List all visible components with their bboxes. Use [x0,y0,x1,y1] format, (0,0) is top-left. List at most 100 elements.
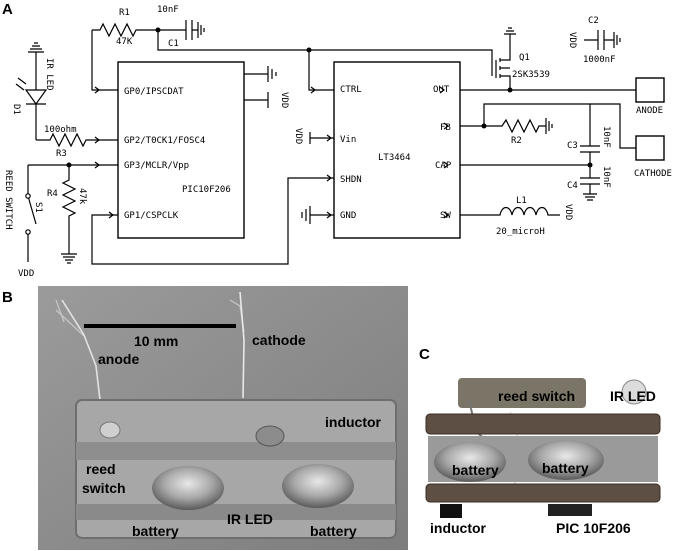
wire-gate [157,30,493,62]
lt-ground [301,206,334,224]
pin-arrow-shdn [326,174,332,182]
pic-pin-gp0: GP0/IPSCDAT [124,87,184,97]
battery-left [152,466,224,510]
r3-value: 100ohm [44,125,77,135]
lt-pin-ctrl: CTRL [340,85,362,95]
panel-label-c: C [419,346,430,363]
wire-r1-gp0 [91,30,118,91]
pin-arrow-gp3 [94,161,100,169]
wire-cathode [590,103,636,149]
lt-pin-shdn: SHDN [340,175,362,185]
junction [587,162,593,168]
label-c-pic: PIC 10F206 [556,520,631,536]
q1-value: 2SK3539 [512,70,550,80]
wire-vin [309,132,334,144]
pic-pin-gp3: GP3/MCLR/Vpp [124,161,189,171]
pin-arrow-gp0 [94,86,100,94]
lt-pin-vin: Vin [340,135,356,145]
anode-label: ANODE [636,106,663,116]
pcb-top [425,413,661,435]
pin-arrow-fb [443,122,449,130]
wire-ctrl [308,50,334,91]
label-inductor: inductor [325,414,382,430]
wire-shdn [91,177,334,265]
device-pcb-lower [76,504,396,520]
junction [507,87,513,93]
wire-cap [460,164,591,178]
label-ir-led: IR LED [227,511,273,527]
label-anode: anode [98,351,139,367]
battery-c-left [434,442,506,482]
c4-name: C4 [567,181,578,191]
s1-contact [25,229,31,235]
q1-mosfet [491,38,511,90]
battery-c-right [528,440,604,480]
lt3464-chip [333,61,461,239]
pin-arrow-sw [443,211,449,219]
c3-name: C3 [567,141,578,151]
pcb-bottom [425,483,661,503]
pin-arrow-ctrl [310,86,316,94]
panel-label-a: A [2,1,13,18]
reed-switch-body [458,378,586,408]
label-battery-right: battery [310,523,357,539]
pin-arrow-vin [326,134,332,142]
pic-pin-gp1: GP1/CSPCLK [124,211,179,221]
s1-name: S1 [33,202,43,213]
label-c-ir-led: IR LED [610,388,656,404]
c2-value: 1000nF [583,55,616,65]
label-c-reed-switch: reed switch [498,388,575,404]
c2-name: C2 [588,16,599,26]
anode-pad [635,77,665,103]
s1-contact [25,193,31,199]
q1-ground [504,27,516,38]
label-c-battery-left: battery [452,462,499,478]
lt-chip-name: LT3464 [378,153,411,163]
d1-diode [24,68,48,140]
r3-name: R3 [56,149,67,159]
r1-resistor [92,22,158,38]
pin-arrow-cap [443,161,449,169]
pic-vdd: VDD [279,92,289,108]
c1-name: C1 [168,39,179,49]
r1-value: 47K [116,37,133,47]
c2-vdd: VDD [567,32,577,48]
l1-name: L1 [516,196,527,206]
l1-inductor [460,206,560,216]
r4-resistor [61,165,77,264]
lt-pin-gnd: GND [340,211,356,221]
c2-capacitor [584,30,621,50]
d1-name: D1 [11,104,21,115]
label-battery-left: battery [132,523,179,539]
l1-value: 20_microH [496,227,545,237]
lt-pin-cap: CAP [435,161,452,171]
s1-value: REED SWITCH [3,170,13,230]
d1-ground [28,42,44,68]
label-cathode: cathode [252,332,306,348]
ir-led-bulb [621,379,647,405]
wire-fb [483,103,591,146]
r4-value: 47k [77,188,87,205]
q1-name: Q1 [519,53,530,63]
pin-arrow-gp1 [108,211,114,219]
c1-capacitor [185,20,193,40]
s1-vdd: VDD [18,269,34,279]
battery-right [282,464,354,508]
cathode-label: CATHODE [634,169,672,179]
junction [155,27,161,33]
s1-switch [27,165,37,262]
c1-ground [192,22,205,38]
r4-name: R4 [47,189,58,199]
device-pcb [76,442,396,460]
label-switch: switch [82,480,126,496]
pin-arrow-out [439,86,445,94]
panel-label-b: B [2,289,13,306]
pic-vdd-wire [244,92,269,108]
c1-value: 10nF [157,5,179,15]
lt-pin-out: OUT [433,85,450,95]
pin-arrow-gp2 [94,136,100,144]
pic-chip [117,61,245,239]
d1-value: IR LED [44,58,54,91]
